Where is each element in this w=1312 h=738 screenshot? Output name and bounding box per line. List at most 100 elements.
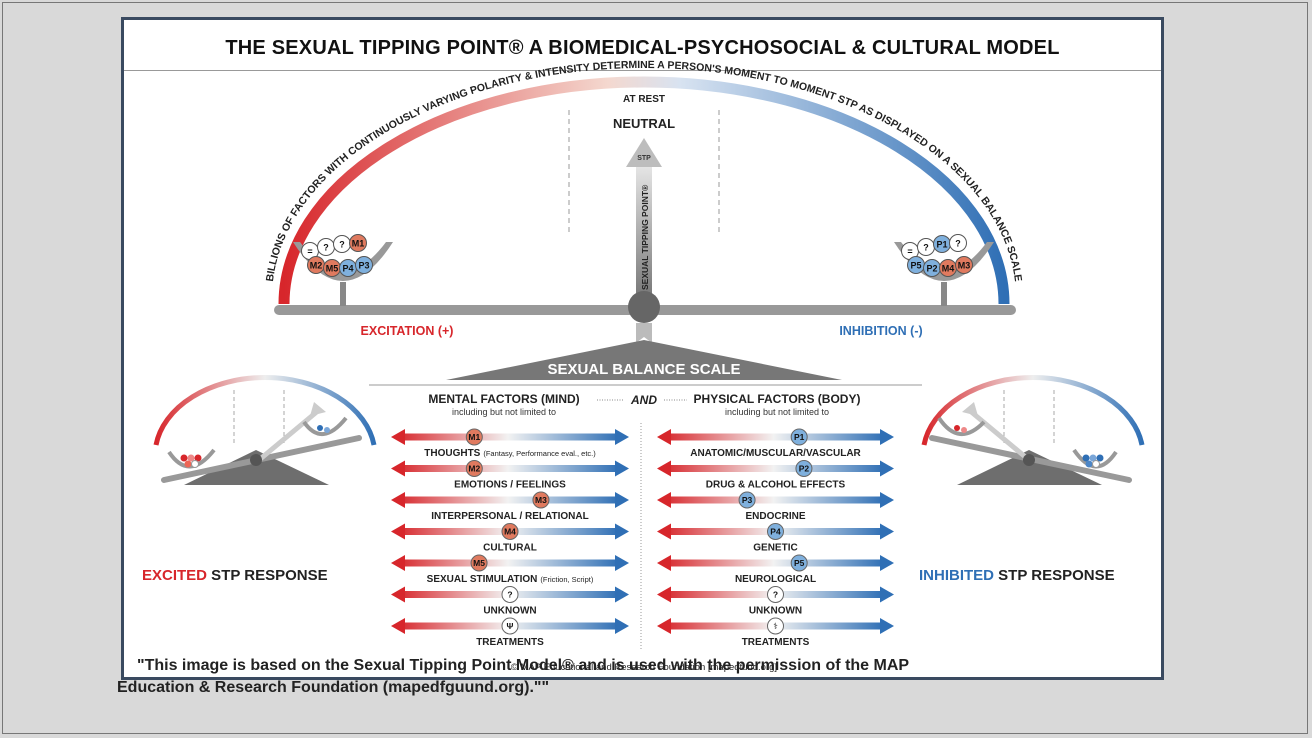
factor-label: GENETIC xyxy=(753,543,797,554)
factor-code: P4 xyxy=(770,527,781,537)
factor-marker xyxy=(790,428,808,446)
pointer-tab xyxy=(636,323,652,343)
caption-line-2: Education & Research Foundation (mapedfg… xyxy=(117,679,550,696)
factor-label: ENDOCRINE xyxy=(745,511,805,522)
inhibit-arrowhead xyxy=(880,492,894,508)
factor-code: P3 xyxy=(742,495,753,505)
inhibited-mini-ball xyxy=(1082,454,1090,462)
bowl-factor-ball: M4 xyxy=(939,259,957,277)
fulcrum-pivot xyxy=(628,291,660,323)
factor-marker xyxy=(501,586,519,603)
inhibit-arrowhead xyxy=(615,586,629,603)
factor-code: Ψ xyxy=(507,621,514,631)
factor-code: ? xyxy=(773,590,778,600)
inhibited-mini-ball xyxy=(1089,454,1097,462)
factor-label-text: NEUROLOGICAL xyxy=(735,574,816,585)
polarity-arrow-bar xyxy=(397,496,619,504)
factor-sublabel: (Fantasy, Performance eval., etc.) xyxy=(483,449,596,458)
excite-arrowhead xyxy=(391,460,405,477)
factor-marker xyxy=(767,586,784,603)
factor-label: DRUG & ALCOHOL EFFECTS xyxy=(706,480,846,491)
bowl-factor-ball: M2 xyxy=(307,256,325,274)
factor-label: NEUROLOGICAL xyxy=(735,574,816,585)
factor-code: M2 xyxy=(468,464,480,474)
model-figure-panel: THE SEXUAL TIPPING POINT® A BIOMEDICAL-P… xyxy=(121,17,1164,680)
physical-including-note: including but not limited to xyxy=(725,407,829,417)
factor-label: UNKNOWN xyxy=(749,606,802,617)
factor-code: M4 xyxy=(504,527,516,537)
inhibited-mini-ball xyxy=(1096,454,1104,462)
bowl-factor-ball: ? xyxy=(333,235,351,253)
excitation-label: EXCITATION (+) xyxy=(361,324,454,338)
bowl-factor-ball: ? xyxy=(949,234,967,252)
left-bowl-post xyxy=(340,282,346,306)
factor-marker xyxy=(767,617,784,635)
factor-marker xyxy=(501,523,519,540)
excited-mini-ball xyxy=(194,454,202,462)
title-divider xyxy=(124,70,1161,71)
factor-label-text: UNKNOWN xyxy=(483,606,536,617)
inhibited-mini-pivot xyxy=(1023,454,1035,466)
bowl-factor-code: ? xyxy=(339,240,345,250)
inhibited-mini-bowl-left xyxy=(937,416,986,436)
inhibited-stp-response-label: INHIBITED STP RESPONSE xyxy=(919,567,1115,584)
bowl-factor-code: M1 xyxy=(352,239,365,249)
excited-mini-ball xyxy=(191,460,199,468)
stp-arrow-head xyxy=(626,138,662,167)
bowl-factor-code: ? xyxy=(323,243,329,253)
factor-marker xyxy=(470,554,488,572)
excited-mini-arc xyxy=(153,375,377,446)
excited-mini-arrowhead xyxy=(310,402,326,416)
factor-code: M1 xyxy=(468,432,480,442)
inhibited-mini-ball xyxy=(954,425,960,431)
factor-code: ⚕ xyxy=(773,621,778,631)
bowl-factor-code: = xyxy=(307,247,312,257)
right-bowl-post xyxy=(941,282,947,306)
stp-arrow-stem xyxy=(636,165,652,298)
factor-label-text: ENDOCRINE xyxy=(745,511,805,522)
factor-label-text: INTERPERSONAL / RELATIONAL xyxy=(431,511,588,522)
scale-label: SEXUAL BALANCE SCALE xyxy=(547,361,740,378)
figure-title: THE SEXUAL TIPPING POINT® A BIOMEDICAL-P… xyxy=(225,37,1060,59)
inhibited-mini-ball xyxy=(1085,460,1093,468)
factor-label: THOUGHTS(Fantasy, Performance eval., etc… xyxy=(424,448,596,459)
factor-label: TREATMENTS xyxy=(742,637,810,648)
factor-label: UNKNOWN xyxy=(483,606,536,617)
inhibit-arrowhead xyxy=(880,555,894,571)
factor-marker xyxy=(532,491,550,509)
factor-label: INTERPERSONAL / RELATIONAL xyxy=(431,511,588,522)
bowl-factor-ball: P1 xyxy=(933,235,951,253)
excite-arrowhead xyxy=(657,460,671,477)
excited-mini-scale xyxy=(153,375,377,485)
polarity-arrow-bar xyxy=(397,433,619,441)
bowl-factor-ball: M1 xyxy=(349,234,367,252)
excited-mini-ball xyxy=(187,454,195,462)
excited-stp-response-label: EXCITED STP RESPONSE xyxy=(142,567,328,584)
inhibit-arrowhead xyxy=(880,429,894,445)
polarity-arrow-bar xyxy=(663,465,884,472)
factor-label: TREATMENTS xyxy=(476,637,544,648)
factor-label: CULTURAL xyxy=(483,543,537,554)
bowl-factor-ball: ? xyxy=(917,238,935,256)
bowl-factor-ball: ? xyxy=(317,238,335,256)
factor-label-text: CULTURAL xyxy=(483,543,537,554)
inhibited-mini-base xyxy=(957,450,1102,485)
factor-label-text: UNKNOWN xyxy=(749,606,802,617)
inhibit-arrowhead xyxy=(615,618,629,634)
physical-factors-header: PHYSICAL FACTORS (BODY) xyxy=(694,392,861,406)
caption-line-1: "This image is based on the Sexual Tippi… xyxy=(137,657,910,674)
polarity-arrow-bar xyxy=(397,559,619,567)
inhibited-mini-arc xyxy=(921,375,1145,446)
bowl-factor-ball: P3 xyxy=(355,256,373,274)
excited-mini-base xyxy=(184,450,329,485)
excited-mini-arrow xyxy=(257,408,321,462)
bowl-factor-ball: M3 xyxy=(955,256,973,274)
excite-arrowhead xyxy=(391,586,405,603)
